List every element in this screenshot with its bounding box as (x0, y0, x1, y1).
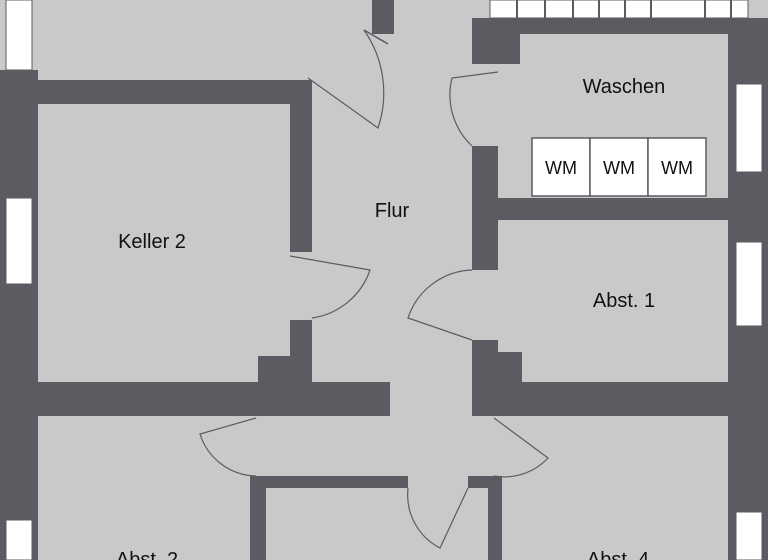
wall-middle-right (472, 382, 768, 416)
room-label-abst-4: Abst. 4 (587, 549, 649, 560)
door-keller2-swing (289, 255, 371, 319)
door-top-leaf (363, 29, 389, 45)
wall-waschen-left-notch (472, 34, 520, 64)
room-label-abst-2: Abst. 2 (116, 549, 178, 560)
wall-keller-right-step (258, 356, 312, 384)
wall-keller-top-corner (296, 80, 312, 102)
washing-machine-box (531, 137, 591, 197)
wall-keller-top (38, 80, 296, 104)
window-mullion (598, 0, 600, 18)
window-right-middle (735, 241, 763, 327)
door-bottom-swing (407, 487, 469, 549)
window-top-strip (489, 0, 749, 19)
window-mullion (704, 0, 706, 18)
washing-machine-label: WM (545, 158, 577, 178)
window-right-top (735, 83, 763, 173)
window-mullion (730, 0, 732, 18)
window-mullion (572, 0, 574, 18)
washing-machine-label: WM (603, 158, 635, 178)
window-left-top (5, 0, 33, 71)
wall-waschen-bottom (472, 198, 768, 220)
door-abst2-swing (199, 417, 257, 477)
room-label-flur: Flur (375, 200, 410, 222)
door-abst4-swing (493, 417, 549, 478)
washing-machine-group: WM WM WM (531, 137, 707, 197)
shaft-wall (372, 0, 394, 34)
window-left-middle (5, 197, 33, 285)
room-label-keller-2: Keller 2 (118, 231, 186, 253)
window-mullion (516, 0, 518, 18)
wall-middle-left (38, 382, 390, 416)
door-waschen-swing (449, 71, 499, 147)
window-mullion (650, 0, 652, 18)
window-left-bottom (5, 519, 33, 560)
outer-wall-left (0, 70, 38, 560)
window-mullion (624, 0, 626, 18)
room-label-abst-1: Abst. 1 (593, 290, 655, 312)
wall-abst2-right (250, 476, 266, 560)
washing-machine-label: WM (661, 158, 693, 178)
room-label-waschen: Waschen (583, 76, 666, 98)
window-mullion (544, 0, 546, 18)
outer-wall-top-right (490, 18, 768, 34)
window-right-bottom (735, 511, 763, 560)
washing-machine-box (589, 137, 649, 197)
door-abst1-swing (407, 269, 473, 341)
door-top-swing (307, 29, 385, 129)
wall-keller-right-upper (290, 100, 312, 252)
wall-abst4-left (488, 476, 502, 560)
wall-abst1-left-step (472, 352, 522, 382)
washing-machine-box (647, 137, 707, 197)
wall-corridor-bottom-left (250, 476, 408, 488)
